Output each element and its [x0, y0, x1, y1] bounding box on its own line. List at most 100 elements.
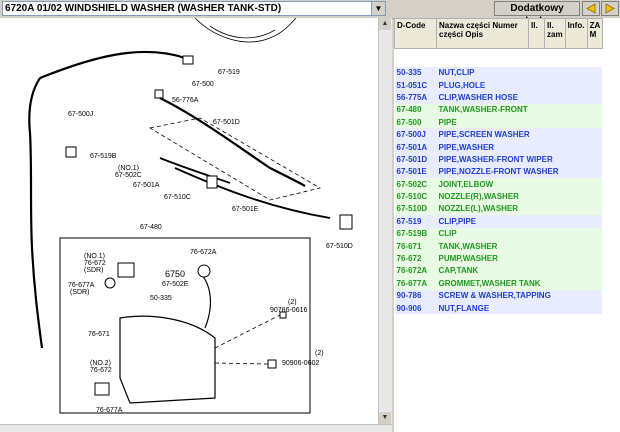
label-sdr-b: (SDR): [70, 289, 89, 296]
scroll-up-icon[interactable]: ▲: [379, 18, 391, 30]
cell-name: PIPE: [438, 117, 457, 127]
scroll-down-icon[interactable]: ▼: [379, 412, 391, 424]
cell-name: PLUG,HOLE: [438, 80, 486, 90]
cell-code: 56-775A: [396, 92, 428, 102]
table-row[interactable]: 76-671 TANK,WASHER: [394, 239, 603, 253]
cell-name: SCREW & WASHER,TAPPING: [438, 291, 551, 301]
cell-code: 76-677A: [396, 278, 428, 288]
label-76-677a-bottom: 76-677A: [96, 407, 123, 414]
table-row[interactable]: 90-906 NUT,FLANGE: [394, 301, 603, 315]
cell-name: NOZZLE(L),WASHER: [438, 204, 519, 214]
diagram-drawing: 67-519 67-500 56-776A 67-500J 67-501D 67…: [28, 18, 353, 414]
header-za[interactable]: ZA M: [586, 18, 603, 49]
cell-code: 67-500J: [396, 130, 426, 140]
label-no1-a: (NO.1): [118, 165, 139, 172]
label-76-672a: 76-672A: [190, 249, 217, 256]
label-no2: (NO.2): [90, 360, 111, 367]
diagram-vertical-scrollbar[interactable]: ▲ ▼: [378, 18, 392, 424]
diagram-select-value: 6720A 01/02 WINDSHIELD WASHER (WASHER TA…: [5, 3, 282, 14]
label-67-502c: 67-502C: [115, 172, 142, 179]
label-67-502e: 67-502E: [162, 281, 189, 288]
table-row[interactable]: 76-672 PUMP,WASHER: [394, 252, 603, 265]
table-row[interactable]: 67-501D PIPE,WASHER-FRONT WIPER: [394, 153, 603, 166]
header-name[interactable]: Nazwa części Numer części Opis: [436, 18, 529, 49]
label-76-677a-top: 76-677A: [68, 282, 95, 289]
label-qty-2-a: (2): [288, 299, 297, 306]
cell-code: 67-480: [396, 105, 422, 115]
cell-name: TANK,WASHER: [438, 241, 498, 251]
table-row[interactable]: 67-519B CLIP: [394, 227, 603, 240]
cell-name: TANK,WASHER-FRONT: [438, 105, 528, 115]
table-row[interactable]: 67-500J PIPE,SCREEN WASHER: [394, 128, 603, 141]
cell-code: 67-500: [396, 117, 422, 127]
header-code[interactable]: D-Code: [394, 18, 437, 49]
cell-code: 76-671: [396, 241, 422, 251]
cell-name: PIPE,NOZZLE-FRONT WASHER: [438, 167, 559, 177]
cell-name: CAP,TANK: [438, 266, 479, 276]
label-67-510d: 67-510D: [326, 243, 353, 250]
cell-code: 76-672A: [396, 266, 428, 276]
label-76-671: 76-671: [88, 331, 110, 338]
table-row[interactable]: 67-519 CLIP,PIPE: [394, 215, 603, 228]
chevron-down-icon[interactable]: ▼: [371, 2, 385, 15]
label-67-500: 67-500: [192, 81, 214, 88]
cell-name: PIPE,WASHER: [438, 142, 495, 152]
diagram-horizontal-scrollbar[interactable]: [0, 424, 392, 432]
label-67-480: 67-480: [140, 224, 162, 231]
cell-name: NUT,CLIP: [438, 68, 475, 78]
table-header-row: D-Code Nazwa części Numer części Opis Il…: [394, 18, 603, 49]
next-button[interactable]: [601, 1, 619, 16]
table-row[interactable]: 67-501A PIPE,WASHER: [394, 140, 603, 154]
table-row[interactable]: 67-480 TANK,WASHER-FRONT: [394, 103, 603, 117]
cell-code: 76-672: [396, 254, 422, 264]
prev-button[interactable]: [582, 1, 600, 16]
cell-name: PUMP,WASHER: [438, 254, 498, 264]
label-90786-0616: 90786-0616: [270, 307, 307, 314]
additional-reference-button[interactable]: Dodatkowy odsyłacz: [494, 1, 580, 27]
cell-code: 67-519B: [396, 229, 428, 239]
table-row[interactable]: 56-775A CLIP,WASHER HOSE: [394, 91, 603, 104]
label-67-510c: 67-510C: [164, 194, 191, 201]
header-qty[interactable]: Il.: [528, 18, 545, 49]
parts-table: D-Code Nazwa części Numer części Opis Il…: [394, 18, 603, 315]
label-67-501a: 67-501A: [133, 182, 160, 189]
header-info[interactable]: Info.: [564, 18, 588, 49]
table-row[interactable]: 67-500 PIPE: [394, 116, 603, 129]
label-67-519b: 67-519B: [90, 153, 117, 160]
diagram-select[interactable]: 6720A 01/02 WINDSHIELD WASHER (WASHER TA…: [2, 1, 386, 16]
table-row[interactable]: 67-510D NOZZLE(L),WASHER: [394, 202, 603, 216]
label-sdr-a: (SDR): [84, 267, 103, 274]
cell-code: 67-510D: [396, 204, 428, 214]
cell-code: 90-906: [396, 303, 422, 313]
cell-name: NUT,FLANGE: [438, 303, 490, 313]
cell-name: PIPE,WASHER-FRONT WIPER: [438, 154, 553, 164]
cell-name: CLIP: [438, 229, 457, 239]
label-76-672-top: 76-672: [84, 260, 106, 267]
arrow-left-icon: [586, 3, 596, 14]
cell-name: CLIP,WASHER HOSE: [438, 92, 518, 102]
label-6750: 6750: [165, 269, 185, 279]
top-toolbar: 6720A 01/02 WINDSHIELD WASHER (WASHER TA…: [0, 0, 620, 27]
cell-name: CLIP,PIPE: [438, 216, 477, 226]
label-56-776a: 56-776A: [172, 97, 199, 104]
table-spacer-row: [395, 49, 603, 67]
cell-code: 67-519: [396, 216, 422, 226]
cell-code: 67-501D: [396, 154, 428, 164]
cell-name: NOZZLE(R),WASHER: [438, 192, 519, 202]
table-row[interactable]: 76-672A CAP,TANK: [394, 264, 603, 278]
parts-diagram: 67-519 67-500 56-776A 67-500J 67-501D 67…: [0, 18, 378, 424]
label-90906-0602: 90906-0602: [282, 360, 319, 367]
cell-code: 67-501A: [396, 142, 428, 152]
label-67-501d: 67-501D: [213, 119, 240, 126]
label-50-335: 50-335: [150, 295, 172, 302]
label-no1-b: (NO.1): [84, 253, 105, 260]
cell-name: PIPE,SCREEN WASHER: [438, 130, 530, 140]
header-qty-order[interactable]: Il. zam: [544, 18, 566, 49]
